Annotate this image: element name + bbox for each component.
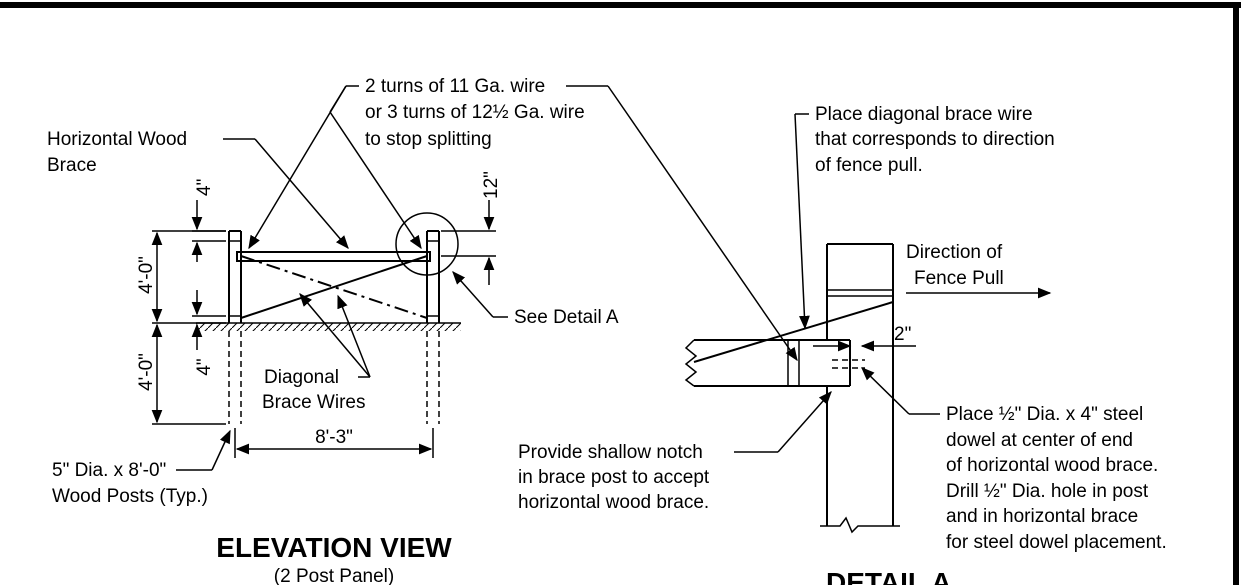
dim-4in-ground-label: 4" — [194, 358, 215, 375]
elevation-view: 4" 4'-0" 4'-0" 4" — [47, 76, 619, 585]
callout-diagonal-wires: Diagonal Brace Wires — [262, 292, 371, 413]
callout-dowel-line-1: Place ½" Dia. x 4" steel — [946, 404, 1143, 425]
dim-span: 8'-3" — [234, 427, 434, 458]
callout-diag-wire-line-3: of fence pull. — [815, 155, 923, 176]
dim-4in-ground: 4" — [191, 290, 226, 376]
detail-a-view: 2" Direction of Fence Pull Place diagona… — [518, 85, 1167, 585]
callout-wire-line-3: to stop splitting — [365, 129, 492, 150]
elevation-title: ELEVATION VIEW — [216, 532, 452, 563]
dim-4in-top-label: 4" — [194, 179, 215, 196]
callout-horizontal-brace: Horizontal Wood Brace — [47, 129, 349, 250]
direction-of-pull: Direction of Fence Pull — [906, 242, 1052, 299]
dim-4in-top: 4" — [191, 179, 226, 262]
callout-wire-line-1: 2 turns of 11 Ga. wire — [365, 76, 545, 97]
horizontal-wood-brace — [236, 251, 431, 262]
callout-diag-wire: Place diagonal brace wire that correspon… — [794, 104, 1055, 330]
callout-dowel-line-2: dowel at center of end — [946, 430, 1133, 451]
callout-dowel-line-3: of horizontal wood brace. — [946, 455, 1158, 476]
callout-wood-posts: 5" Dia. x 8'-0" Wood Posts (Typ.) — [52, 429, 231, 507]
callout-dowel-line-4: Drill ½" Dia. hole in post — [946, 481, 1149, 502]
callout-dowel: Place ½" Dia. x 4" steel dowel at center… — [861, 367, 1167, 553]
callout-see-detail: See Detail A — [452, 270, 619, 328]
dim-2in: 2" — [813, 324, 916, 352]
dim-4ft-below-label: 4'-0" — [136, 353, 157, 391]
detail-diagonal-wire — [693, 301, 894, 363]
callout-wire-turns: 2 turns of 11 Ga. wire or 3 turns of 12½… — [248, 76, 608, 250]
callout-posts-line-1: 5" Dia. x 8'-0" — [52, 460, 166, 481]
callout-see-detail-label: See Detail A — [514, 307, 619, 328]
steel-dowel — [832, 359, 865, 369]
right-post — [426, 230, 440, 424]
detail-horizontal-brace — [684, 339, 851, 387]
diagonal-brace-wire-solid — [240, 255, 428, 319]
callout-diagonal-line-2: Brace Wires — [262, 392, 365, 413]
dim-12in: 12" — [441, 171, 502, 285]
dim-4ft-above: 4'-0" — [136, 230, 226, 324]
callout-dowel-line-6: for steel dowel placement. — [946, 532, 1167, 553]
callout-diag-wire-line-2: that corresponds to direction — [815, 129, 1055, 150]
left-post — [228, 230, 242, 424]
dim-2in-label: 2" — [894, 324, 911, 345]
diagonal-brace-wire-dashed — [240, 255, 428, 319]
callout-wire-line-2: or 3 turns of 12½ Ga. wire — [365, 102, 585, 123]
dim-4ft-above-label: 4'-0" — [136, 256, 157, 294]
direction-line-2: Fence Pull — [914, 268, 1004, 289]
callout-posts-line-2: Wood Posts (Typ.) — [52, 486, 208, 507]
brace-post — [820, 243, 900, 534]
callout-notch: Provide shallow notch in brace post to a… — [518, 390, 832, 513]
callout-notch-line-3: horizontal wood brace. — [518, 492, 709, 513]
callout-horizontal-line-1: Horizontal Wood — [47, 129, 187, 150]
callout-diagonal-line-1: Diagonal — [264, 367, 339, 388]
dim-4ft-below: 4'-0" — [136, 323, 226, 425]
callout-dowel-line-5: and in horizontal brace — [946, 506, 1138, 527]
elevation-subtitle: (2 Post Panel) — [274, 566, 394, 585]
callout-notch-line-2: in brace post to accept — [518, 467, 710, 488]
callout-diag-wire-line-1: Place diagonal brace wire — [815, 104, 1033, 125]
dim-span-label: 8'-3" — [315, 427, 353, 448]
dim-12in-label: 12" — [481, 171, 502, 199]
callout-notch-line-1: Provide shallow notch — [518, 442, 703, 463]
leader-wire-to-detail — [607, 85, 798, 362]
direction-line-1: Direction of — [906, 242, 1003, 263]
detail-title: DETAIL A — [826, 567, 951, 585]
callout-horizontal-line-2: Brace — [47, 155, 97, 176]
detail-circle — [395, 212, 459, 276]
